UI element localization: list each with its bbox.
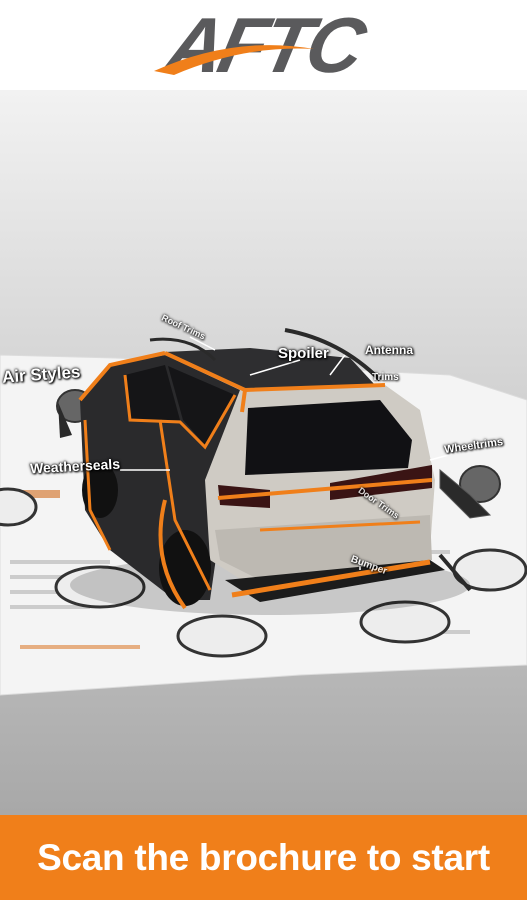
ar-scene-graphic (0, 328, 527, 696)
suv-3d-model (58, 328, 492, 610)
app-header: AFTC (0, 0, 527, 90)
logo-swoosh-icon (153, 45, 314, 75)
brochure-circle (54, 565, 146, 609)
callout-antenna: Antenna (365, 343, 413, 357)
aftc-logo: AFTC (114, 1, 414, 89)
ar-camera-view: Air Styles Spoiler Antenna Trims Weather… (0, 90, 527, 815)
callout-spoiler: Spoiler (278, 345, 329, 362)
scan-instruction-text: Scan the brochure to start (37, 836, 490, 878)
scan-instruction-banner: Scan the brochure to start (0, 815, 527, 900)
callout-trims: Trims (372, 372, 399, 383)
